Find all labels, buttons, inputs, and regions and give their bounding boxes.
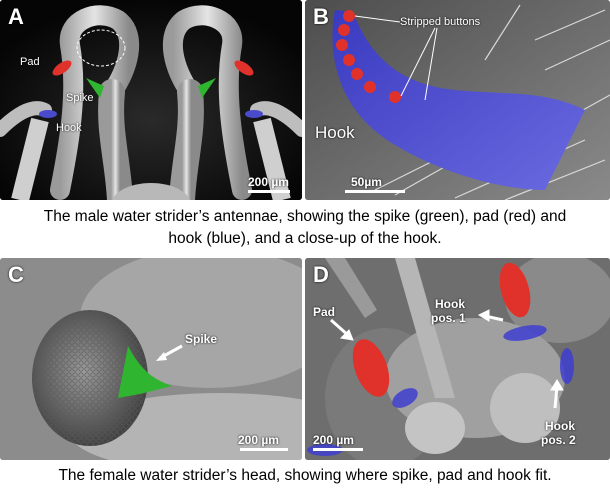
caption-top-line1: The male water strider’s antennae, showi… <box>43 208 567 225</box>
scalebar-d <box>313 448 363 451</box>
pad-highlight-d2 <box>499 262 531 318</box>
label-spike-female: Spike <box>185 332 218 346</box>
spike-right-highlight <box>198 78 216 98</box>
label-stripped-buttons: Stripped buttons <box>400 16 481 28</box>
stripped-button <box>351 68 363 80</box>
scale-c: 200 µm <box>238 433 279 447</box>
scalebar-c <box>240 448 288 451</box>
label-hook-pos1-line2: pos. 1 <box>431 311 466 325</box>
panel-d: D Pad Hook pos. 1 Hook pos. 2 200 µm <box>305 258 610 460</box>
scale-a: 200 µm <box>248 175 289 189</box>
spike-highlight-female <box>118 346 172 398</box>
panel-b-micrograph <box>305 0 610 200</box>
panel-c-letter: C <box>8 262 24 287</box>
hook-highlight-d <box>392 388 418 408</box>
stripped-button <box>338 24 350 36</box>
panel-a-micrograph <box>0 0 302 200</box>
pad-highlight-d1 <box>352 339 390 397</box>
scalebar-b <box>345 190 405 193</box>
label-hook: Hook <box>56 122 82 134</box>
stripped-button <box>336 39 348 51</box>
scale-d: 200 µm <box>313 433 354 447</box>
label-hook-pos1-line1: Hook <box>435 297 465 311</box>
pad-left-highlight <box>52 60 72 76</box>
label-hook-pos2-line1: Hook <box>545 419 575 433</box>
label-pad: Pad <box>20 56 40 68</box>
panel-d-micrograph <box>305 258 610 460</box>
panel-b: B Stripped buttons Hook 50µm <box>305 0 610 200</box>
panel-c-micrograph <box>0 258 302 460</box>
stripped-button <box>343 54 355 66</box>
panel-c: C Spike 200 µm <box>0 258 302 460</box>
scalebar-a <box>248 190 290 193</box>
scale-b: 50µm <box>351 175 382 189</box>
panel-b-letter: B <box>313 4 329 29</box>
label-pad-d: Pad <box>313 305 336 319</box>
stripped-button <box>389 91 401 103</box>
hook-highlight-d <box>560 348 574 384</box>
stripped-button <box>343 10 355 22</box>
label-hook-pos2-line2: pos. 2 <box>541 433 576 447</box>
panel-a-letter: A <box>8 4 24 29</box>
hook-right-highlight <box>245 110 263 118</box>
stripped-button <box>364 81 376 93</box>
hook-left-highlight <box>39 110 57 118</box>
spike-left-highlight <box>86 78 104 98</box>
hook-highlight-d <box>503 325 547 341</box>
pad-right-highlight <box>234 60 254 76</box>
panel-a: A Pad Spike Hook 200 µm <box>0 0 302 200</box>
panel-d-letter: D <box>313 262 329 287</box>
caption-bottom: The female water strider’s head, showing… <box>58 467 552 484</box>
caption-top-line2: hook (blue), and a close-up of the hook. <box>168 230 442 247</box>
label-hook-closeup: Hook <box>315 123 355 142</box>
label-spike: Spike <box>66 92 94 104</box>
